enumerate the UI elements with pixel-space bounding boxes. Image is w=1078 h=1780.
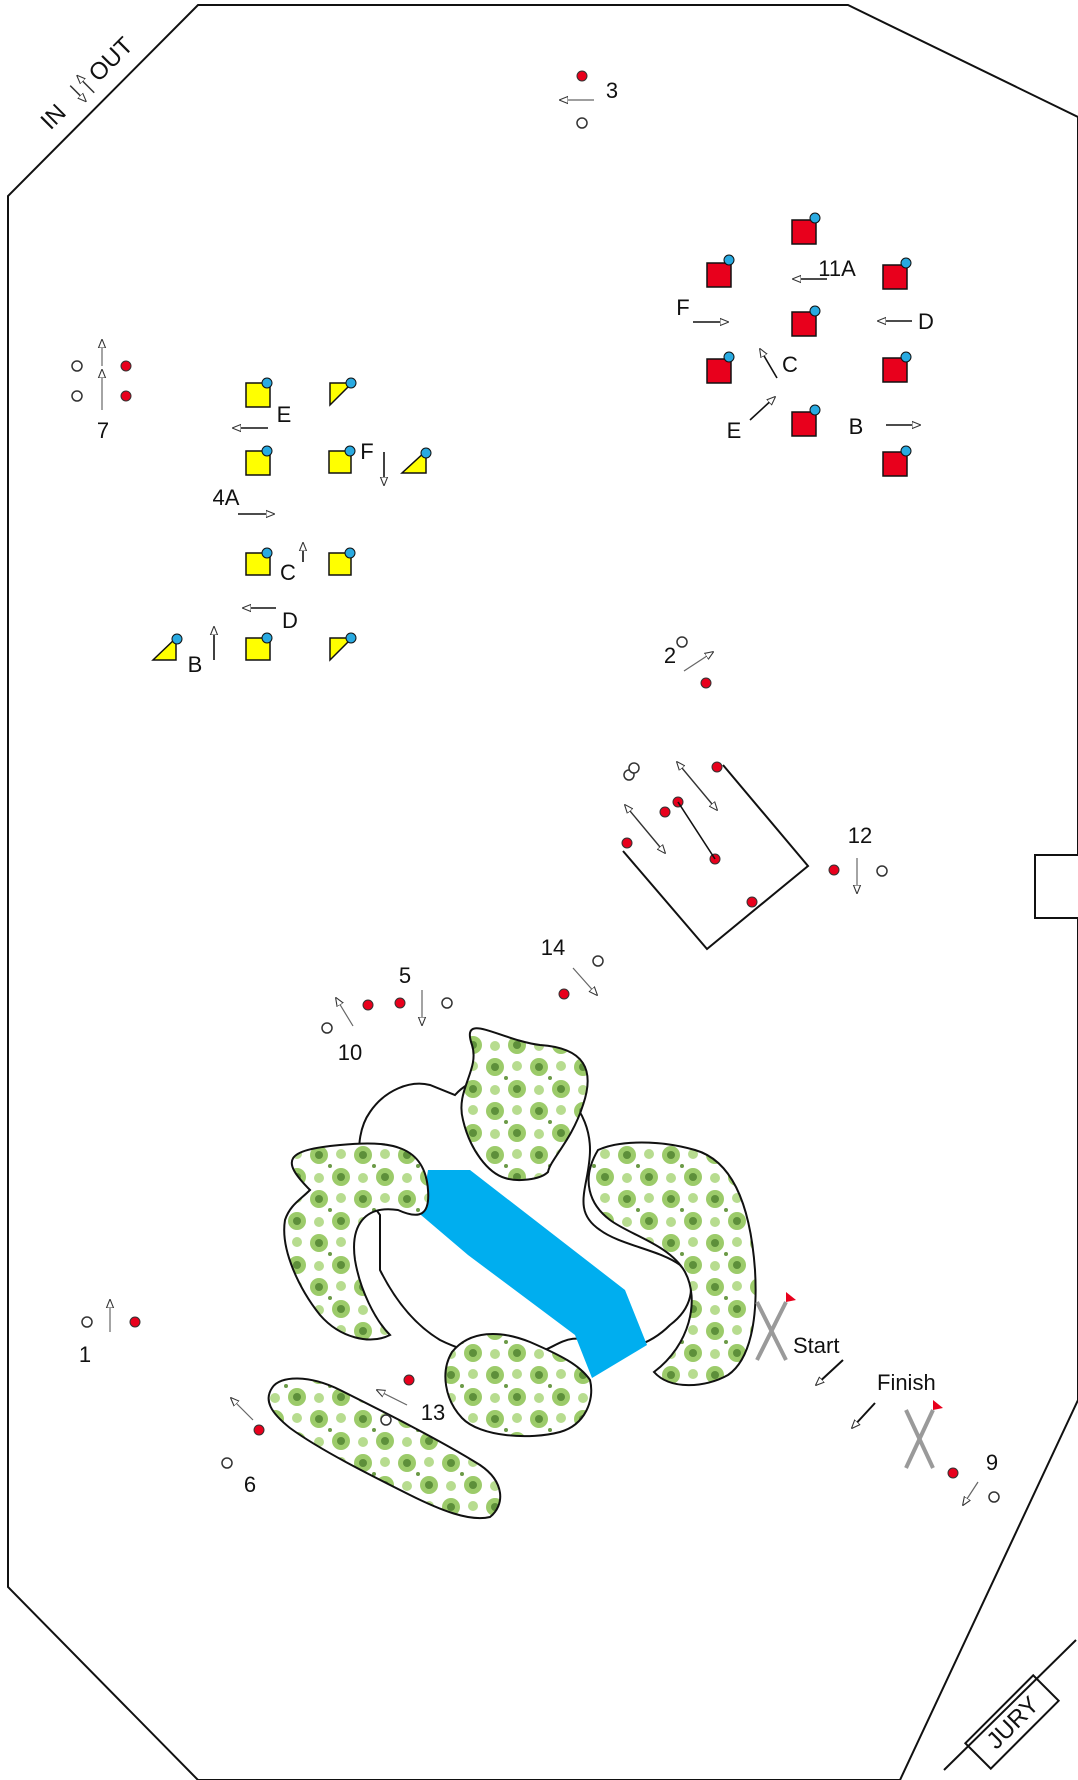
red-label-f: F (676, 295, 689, 320)
obstacle-5-label: 5 (399, 963, 411, 988)
obstacle-3-label: 3 (606, 78, 618, 103)
obstacle-11a-label: 11A (818, 256, 856, 281)
finish-text: Finish (877, 1370, 936, 1395)
side-box (1035, 855, 1078, 918)
yellow-label-f: F (360, 439, 373, 464)
obstacle-4a-label: 4A (213, 485, 240, 510)
entrance-in-text: IN (36, 99, 72, 135)
red-label-d: D (918, 309, 934, 334)
yellow-square-marker (246, 378, 272, 407)
red-label-c: C (782, 352, 798, 377)
obstacle-13-label: 13 (421, 1400, 445, 1425)
obstacle-7-label: 7 (97, 418, 109, 443)
arena-boundary (8, 5, 1078, 1780)
yellow-label-c: C (280, 560, 296, 585)
jury-box: JURY (965, 1675, 1058, 1768)
obstacle-10-label: 10 (338, 1040, 362, 1065)
obstacle-14-label: 14 (541, 935, 565, 960)
obstacle-6-label: 6 (244, 1472, 256, 1497)
red-label-b: B (849, 414, 864, 439)
yellow-label-d: D (282, 608, 298, 633)
obstacle-9-label: 9 (986, 1450, 998, 1475)
red-label-e: E (727, 418, 742, 443)
start-text: Start (793, 1333, 839, 1358)
obstacle-1-label: 1 (79, 1342, 91, 1367)
obstacle-2-label: 2 (664, 643, 676, 668)
yellow-square-marker (246, 446, 272, 475)
obstacle-12-label: 12 (848, 823, 872, 848)
yellow-label-b: B (188, 652, 203, 677)
yellow-label-e: E (277, 402, 292, 427)
